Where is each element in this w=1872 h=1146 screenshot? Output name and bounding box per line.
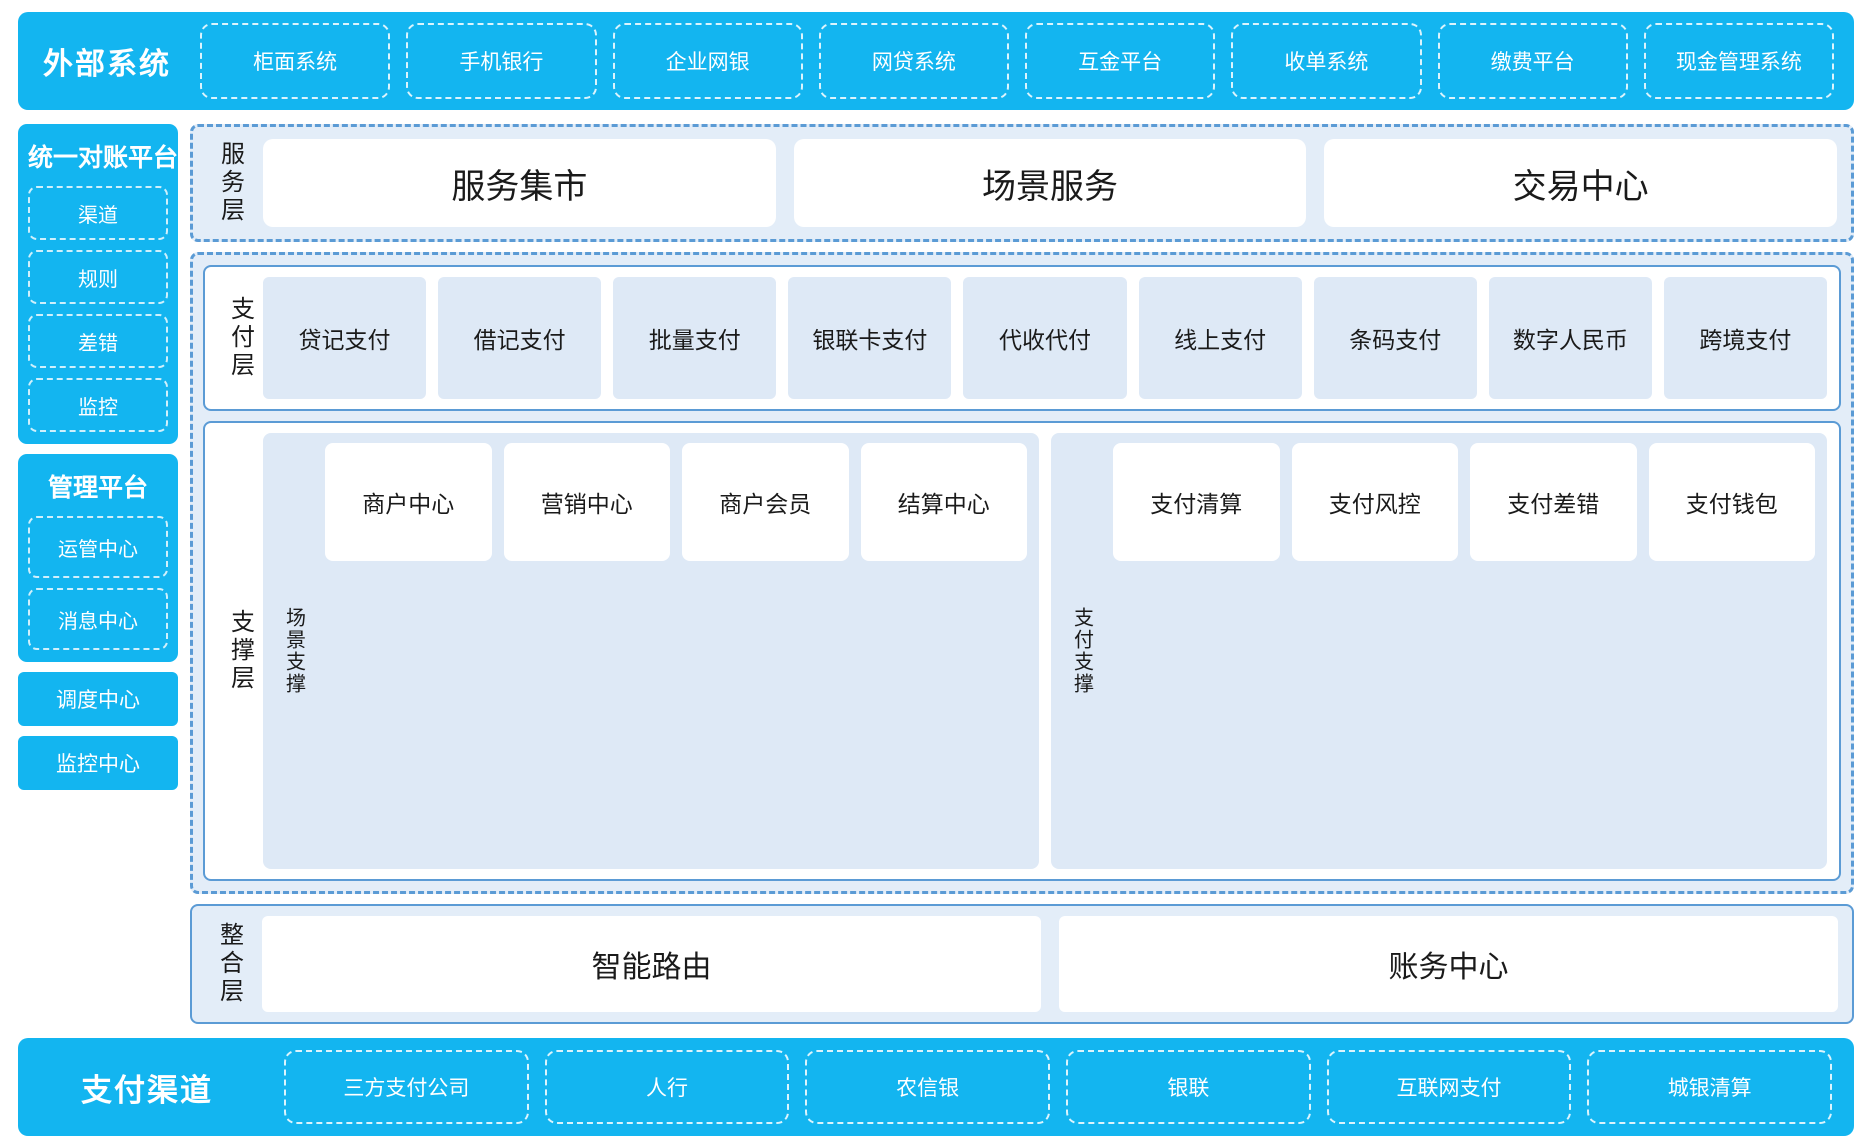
payment-channel-item[interactable]: 互联网支付	[1326, 1050, 1572, 1124]
service-layer-row: 服务层 服务集市 场景服务 交易中心	[207, 139, 1838, 227]
integration-layer-cards: 智能路由 账务中心	[262, 916, 1838, 1012]
payment-tile-batch[interactable]: 批量支付	[613, 277, 777, 399]
payment-channels-bar: 支付渠道 三方支付公司 人行 农信银 银联 互联网支付 城银清算	[18, 1038, 1854, 1136]
support-card-payment-error[interactable]: 支付差错	[1470, 443, 1637, 561]
payment-channels-title: 支付渠道	[81, 1072, 213, 1108]
service-card-scene[interactable]: 场景服务	[793, 139, 1307, 227]
support-layer-label: 支撑层	[226, 609, 254, 693]
payment-channels-items: 三方支付公司 人行 农信银 银联 互联网支付 城银清算	[284, 1050, 1833, 1124]
external-systems-bar: 外部系统 柜面系统 手机银行 企业网银 网贷系统 互金平台 收单系统 缴费平台 …	[18, 12, 1854, 110]
external-system-item[interactable]: 网贷系统	[818, 23, 1009, 99]
scene-support-label: 场景支撑	[282, 607, 305, 695]
payment-layer-tiles: 贷记支付 借记支付 批量支付 银联卡支付 代收代付 线上支付 条码支付 数字人民…	[263, 277, 1827, 399]
monitoring-center-block[interactable]: 监控中心	[18, 736, 178, 790]
external-systems-title: 外部系统	[43, 48, 171, 81]
payment-support-group: 支付支撑 支付清算 支付风控 支付差错 支付钱包	[1051, 433, 1827, 869]
payment-channel-item[interactable]: 城银清算	[1587, 1050, 1833, 1124]
payment-channel-item[interactable]: 银联	[1066, 1050, 1311, 1124]
support-layer-groups: 场景支撑 商户中心 营销中心 商户会员 结算中心 支付支撑 支付清算 支付风控 …	[263, 433, 1827, 869]
integration-layer-label: 整合层	[215, 922, 243, 1006]
service-layer-group: 服务层 服务集市 场景服务 交易中心	[190, 124, 1854, 242]
payment-tile-cross-border[interactable]: 跨境支付	[1663, 277, 1827, 399]
reconciliation-platform-panel: 统一对账平台 渠道 规则 差错 监控	[18, 124, 178, 444]
support-card-marketing-center[interactable]: 营销中心	[503, 443, 670, 561]
core-layers-group: 支付层 贷记支付 借记支付 批量支付 银联卡支付 代收代付 线上支付 条码支付 …	[190, 252, 1854, 894]
management-item-message-center[interactable]: 消息中心	[28, 588, 168, 650]
scheduling-center-block[interactable]: 调度中心	[18, 672, 178, 726]
external-system-item[interactable]: 柜面系统	[200, 23, 391, 99]
payment-layer-label: 支付层	[226, 296, 254, 380]
payment-tile-barcode[interactable]: 条码支付	[1313, 277, 1477, 399]
reconciliation-item-rule[interactable]: 规则	[28, 250, 168, 304]
support-card-payment-wallet[interactable]: 支付钱包	[1648, 443, 1815, 561]
service-card-market[interactable]: 服务集市	[263, 139, 776, 227]
left-rail: 统一对账平台 渠道 规则 差错 监控 管理平台 运管中心 消息中心 调度中心 监…	[18, 124, 178, 1024]
middle-region: 统一对账平台 渠道 规则 差错 监控 管理平台 运管中心 消息中心 调度中心 监…	[18, 124, 1854, 1024]
external-system-item[interactable]: 缴费平台	[1437, 23, 1628, 99]
reconciliation-platform-title: 统一对账平台	[28, 144, 179, 172]
integration-layer-panel: 整合层 智能路由 账务中心	[190, 904, 1854, 1024]
service-layer-cards: 服务集市 场景服务 交易中心	[263, 139, 1838, 227]
support-layer-panel: 支撑层 场景支撑 商户中心 营销中心 商户会员 结算中心 支付支撑 支付清算	[203, 421, 1841, 881]
external-system-item[interactable]: 手机银行	[406, 23, 597, 99]
integration-card-smart-routing[interactable]: 智能路由	[262, 916, 1041, 1012]
support-card-payment-risk[interactable]: 支付风控	[1291, 443, 1458, 561]
management-item-operations-center[interactable]: 运管中心	[28, 516, 168, 578]
external-systems-items: 柜面系统 手机银行 企业网银 网贷系统 互金平台 收单系统 缴费平台 现金管理系…	[200, 23, 1834, 99]
support-card-merchant-center[interactable]: 商户中心	[325, 443, 492, 561]
service-layer-label: 服务层	[216, 141, 244, 225]
payment-tile-digital-rmb[interactable]: 数字人民币	[1488, 277, 1652, 399]
support-card-payment-clearing[interactable]: 支付清算	[1113, 443, 1280, 561]
reconciliation-item-channel[interactable]: 渠道	[28, 186, 168, 240]
external-system-item[interactable]: 现金管理系统	[1643, 23, 1834, 99]
payment-channel-item[interactable]: 农信银	[805, 1050, 1051, 1124]
payment-channel-item[interactable]: 三方支付公司	[284, 1050, 529, 1124]
payment-tile-credit[interactable]: 贷记支付	[263, 277, 427, 399]
content-column: 服务层 服务集市 场景服务 交易中心 支付层 贷记支付 借记支付 批量支付	[190, 124, 1854, 1024]
external-system-item[interactable]: 互金平台	[1025, 23, 1216, 99]
support-card-settlement-center[interactable]: 结算中心	[860, 443, 1027, 561]
reconciliation-item-monitor[interactable]: 监控	[28, 378, 168, 432]
payment-tile-debit[interactable]: 借记支付	[438, 277, 602, 399]
payment-tile-collection-payment[interactable]: 代收代付	[963, 277, 1127, 399]
integration-card-accounting-center[interactable]: 账务中心	[1059, 916, 1838, 1012]
management-platform-panel: 管理平台 运管中心 消息中心	[18, 454, 178, 662]
support-card-merchant-member[interactable]: 商户会员	[682, 443, 849, 561]
payment-channel-item[interactable]: 人行	[544, 1050, 790, 1124]
management-platform-title: 管理平台	[47, 474, 148, 502]
payment-tile-unionpay-card[interactable]: 银联卡支付	[788, 277, 952, 399]
external-system-item[interactable]: 企业网银	[612, 23, 803, 99]
payment-support-label: 支付支撑	[1070, 607, 1093, 695]
external-system-item[interactable]: 收单系统	[1231, 23, 1422, 99]
reconciliation-item-error[interactable]: 差错	[28, 314, 168, 368]
payment-layer-panel: 支付层 贷记支付 借记支付 批量支付 银联卡支付 代收代付 线上支付 条码支付 …	[203, 265, 1841, 411]
payment-tile-online[interactable]: 线上支付	[1138, 277, 1302, 399]
service-card-transaction[interactable]: 交易中心	[1324, 139, 1838, 227]
scene-support-group: 场景支撑 商户中心 营销中心 商户会员 结算中心	[263, 433, 1039, 869]
